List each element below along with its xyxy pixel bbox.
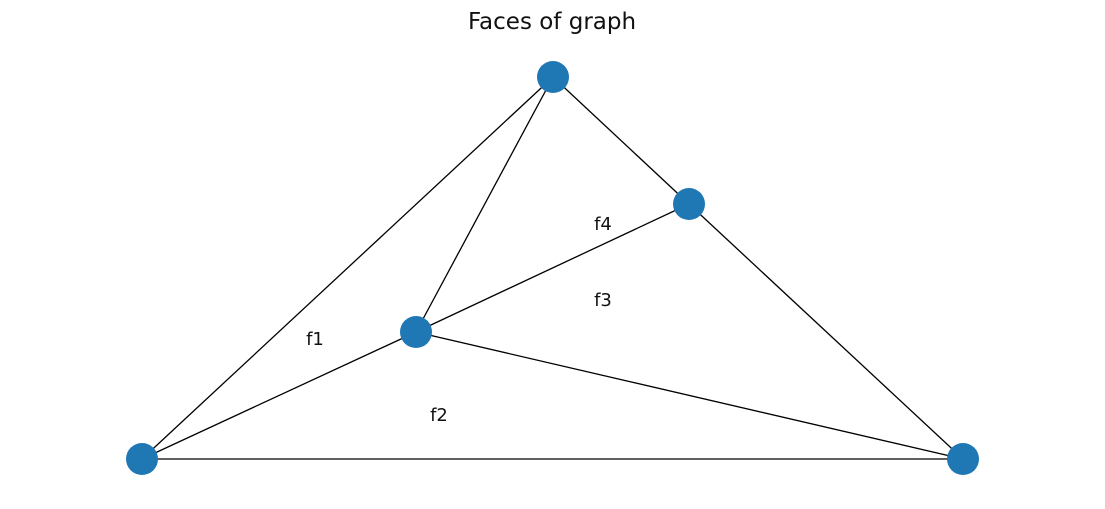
node-center xyxy=(400,316,432,348)
edge-mid-right-center xyxy=(415,203,690,333)
face-label-f2: f2 xyxy=(430,405,448,426)
edge-top-bottom-left xyxy=(141,76,554,460)
edge-center-bottom-left xyxy=(141,331,417,460)
edge-center-bottom-right xyxy=(415,331,964,460)
edge-mid-right-bottom-right xyxy=(688,203,964,460)
edges-layer xyxy=(141,76,964,460)
node-bottom-right xyxy=(947,443,979,475)
node-top xyxy=(537,61,569,93)
face-label-f1: f1 xyxy=(306,329,324,350)
edge-top-mid-right xyxy=(552,76,690,205)
node-bottom-left xyxy=(126,443,158,475)
nodes-layer xyxy=(126,61,979,475)
node-mid-right xyxy=(673,188,705,220)
face-label-f3: f3 xyxy=(594,290,612,311)
face-labels-layer: f1 f2 f3 f4 xyxy=(306,214,612,426)
edge-top-center xyxy=(415,76,554,333)
diagram-title: Faces of graph xyxy=(468,9,636,35)
face-label-f4: f4 xyxy=(594,214,612,235)
